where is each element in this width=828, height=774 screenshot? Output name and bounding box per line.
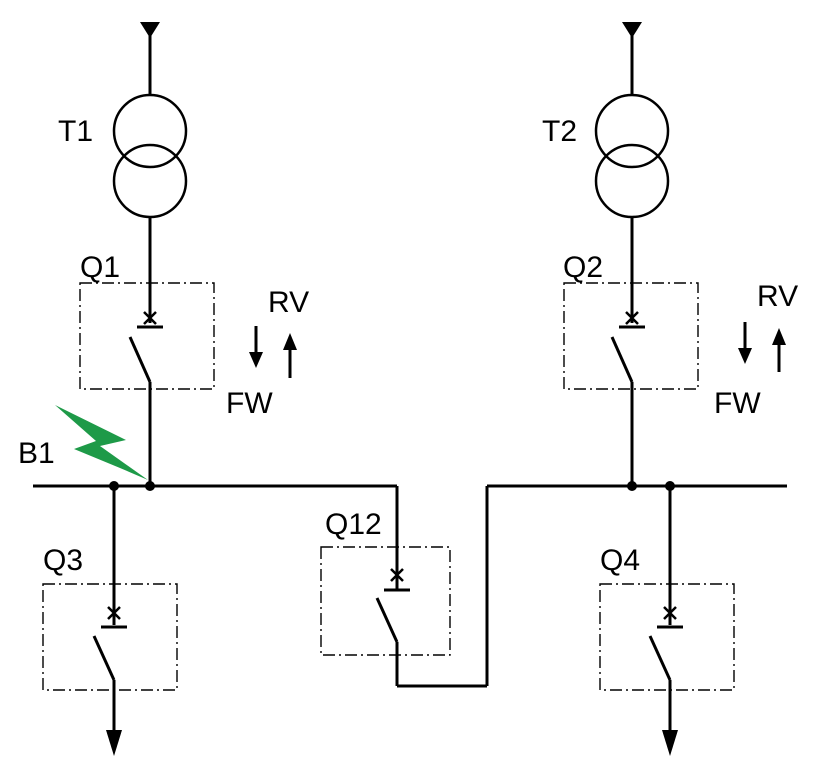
label-q2: Q2	[563, 251, 603, 284]
transformer-icon-t1	[112, 93, 188, 219]
label-b1: B1	[18, 437, 55, 470]
direction-arrows-right	[738, 322, 786, 372]
label-q4: Q4	[600, 544, 640, 577]
breaker-q1	[79, 282, 215, 390]
label-q12: Q12	[325, 508, 382, 541]
feeder-t1	[79, 22, 215, 486]
direction-arrows-left	[249, 326, 297, 378]
label-rv-left: RV	[268, 286, 309, 319]
lightning-bolt-icon	[55, 405, 148, 480]
label-t2: T2	[542, 115, 577, 148]
label-fw-left: FW	[226, 387, 273, 420]
coupler-q12	[320, 486, 489, 688]
label-fw-right: FW	[714, 387, 761, 420]
outgoing-q3	[42, 486, 178, 756]
junction-dot	[627, 481, 637, 491]
breaker-q2	[563, 282, 699, 390]
label-rv-right: RV	[757, 280, 798, 313]
label-t1: T1	[58, 115, 93, 148]
transformer-icon-t2	[594, 93, 670, 219]
outgoing-q4	[599, 486, 735, 756]
load-arrow-icon-q4	[662, 730, 678, 756]
label-q3: Q3	[43, 544, 83, 577]
load-arrow-icon-q3	[106, 730, 122, 756]
junction-dot	[145, 481, 155, 491]
label-q1: Q1	[80, 251, 120, 284]
feeder-t2	[563, 22, 699, 486]
